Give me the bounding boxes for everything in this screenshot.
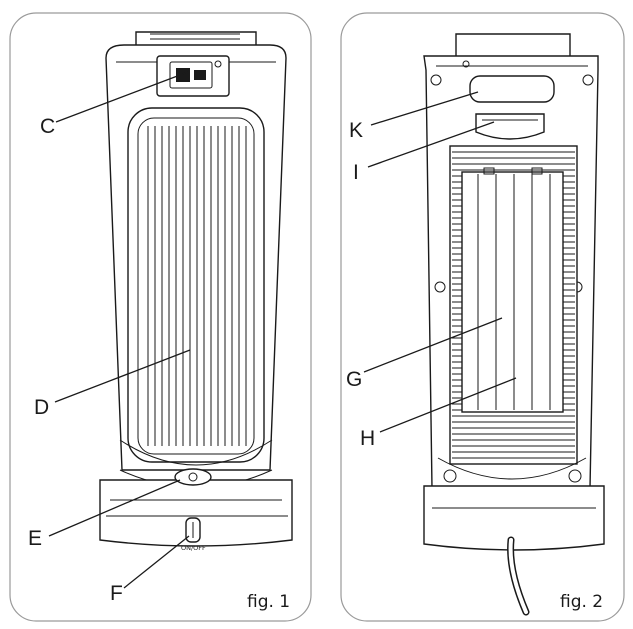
air-filter [461, 171, 564, 413]
figure-2-panel: K I G H fig. 2 [340, 12, 625, 622]
heater-base [99, 479, 293, 547]
oscillation-button-housing [174, 468, 212, 486]
label-d: D [34, 396, 49, 419]
leader-line-d [54, 349, 191, 403]
lcd-icons [194, 70, 206, 80]
filter-clip [483, 167, 495, 175]
screw [443, 469, 457, 483]
rear-bottom-curve [437, 457, 587, 480]
label-g: G [346, 368, 362, 391]
screw [582, 74, 594, 86]
leader-line-e [48, 479, 181, 537]
figure-1-panel: ON/OFF C D E F fig. 1 [9, 12, 312, 622]
figure-1-caption: fig. 1 [247, 592, 290, 612]
filter-slats [477, 174, 551, 410]
power-cord-highlight [508, 538, 528, 614]
rear-top-handle [455, 33, 571, 59]
control-panel [156, 55, 230, 97]
screw [434, 281, 446, 293]
screw [568, 469, 582, 483]
label-f: F [110, 582, 123, 605]
label-c: C [40, 115, 55, 138]
leader-line-c [55, 71, 189, 123]
front-grille-slats [147, 126, 247, 446]
rear-base [423, 485, 605, 551]
oscillation-button [188, 472, 198, 482]
body-bottom-curve [119, 439, 273, 466]
leader-line-h [379, 377, 517, 433]
power-switch-label: ON/OFF [181, 544, 206, 552]
screw [430, 74, 442, 86]
lcd-display [169, 61, 213, 89]
carry-handle-recess [469, 75, 555, 103]
leader-line-k [370, 91, 479, 126]
sensor-dot [214, 60, 222, 68]
label-i: I [353, 161, 359, 184]
label-k: K [349, 119, 363, 142]
figure-2-caption: fig. 2 [560, 592, 603, 612]
label-e: E [28, 527, 42, 550]
leader-line-f [123, 535, 190, 589]
screw [462, 60, 470, 68]
thermostat-knob [475, 113, 545, 140]
leader-line-i [367, 121, 495, 168]
label-h: H [360, 427, 375, 450]
lcd-digits [176, 68, 190, 82]
leader-line-g [363, 317, 503, 373]
filter-clip [531, 167, 543, 175]
front-grille-inner [137, 117, 255, 455]
